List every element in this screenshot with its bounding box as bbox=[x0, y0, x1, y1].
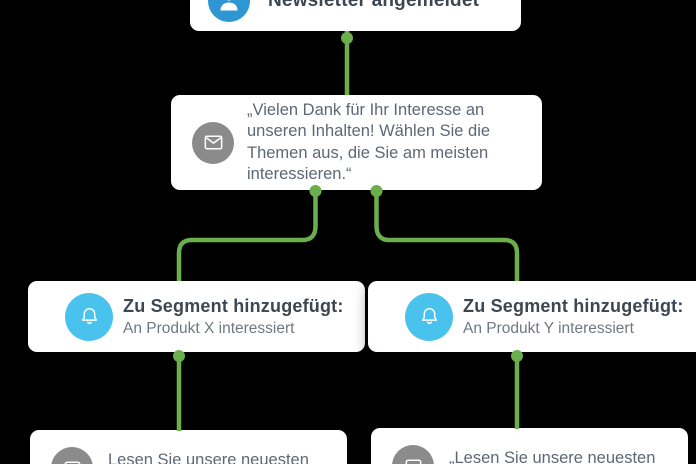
message-icon bbox=[392, 445, 434, 464]
email-content-text: „Lesen Sie unsere neuesten bbox=[449, 449, 656, 464]
node-segment-produkt-x[interactable]: Zu Segment hinzugefügt: An Produkt X int… bbox=[28, 281, 365, 352]
segment-text-block: Zu Segment hinzugefügt: An Produkt X int… bbox=[123, 294, 344, 340]
envelope-icon bbox=[192, 121, 234, 164]
bell-icon bbox=[405, 292, 453, 341]
segment-title: Zu Segment hinzugefügt: bbox=[123, 295, 344, 316]
node-segment-produkt-y[interactable]: Zu Segment hinzugefügt: An Produkt Y int… bbox=[368, 281, 696, 352]
node-email-content-x[interactable]: Lesen Sie unsere neuesten bbox=[30, 430, 347, 464]
node-email-content-y[interactable]: „Lesen Sie unsere neuesten bbox=[371, 428, 688, 464]
connector-email-to-segment-y bbox=[374, 189, 520, 281]
segment-subtitle: An Produkt Y interessiert bbox=[463, 319, 634, 337]
segment-subtitle: An Produkt X interessiert bbox=[123, 319, 295, 337]
email-content-text: Lesen Sie unsere neuesten bbox=[108, 451, 309, 464]
message-icon bbox=[51, 447, 93, 464]
trigger-title: Newsletter angemeldet bbox=[268, 0, 480, 11]
segment-title: Zu Segment hinzugefügt: bbox=[463, 295, 684, 316]
bell-icon bbox=[65, 292, 113, 341]
node-trigger-newsletter-signup[interactable]: Newsletter angemeldet bbox=[190, 0, 521, 31]
connector-email-to-segment-x bbox=[176, 189, 318, 281]
connector-dot bbox=[341, 32, 353, 44]
subscriber-user-icon bbox=[208, 0, 250, 22]
segment-text-block: Zu Segment hinzugefügt: An Produkt Y int… bbox=[463, 294, 684, 340]
